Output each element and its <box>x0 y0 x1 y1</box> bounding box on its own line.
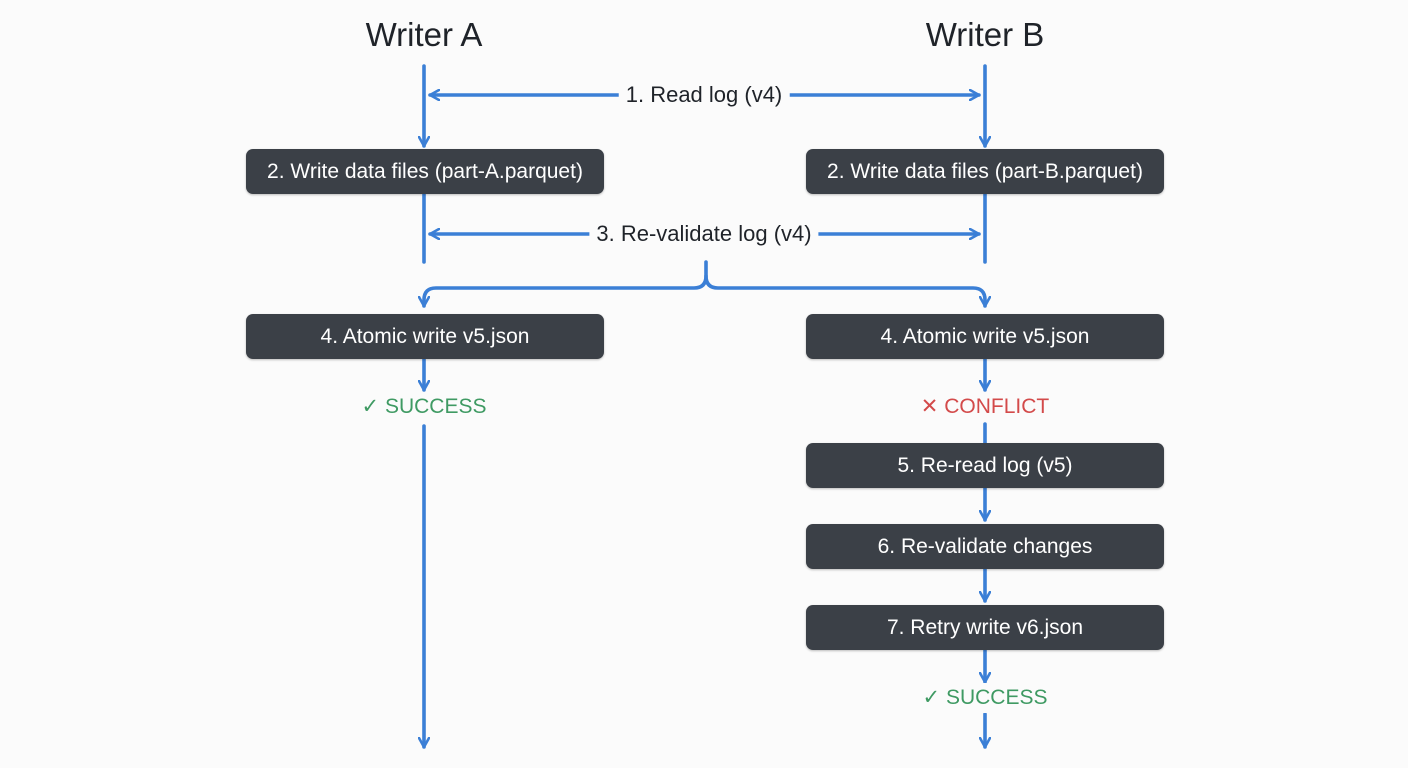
brace-right <box>704 274 985 308</box>
writer-b-success-status: ✓ SUCCESS <box>918 683 1052 713</box>
writer-a-atomic-write-box: 4. Atomic write v5.json <box>246 314 604 359</box>
writer-a-header: Writer A <box>365 16 483 53</box>
writer-b-revalidate-changes-box: 6. Re-validate changes <box>806 524 1164 569</box>
writer-a-write-data-box: 2. Write data files (part-A.parquet) <box>246 149 604 194</box>
writer-b-retry-write-box: 7. Retry write v6.json <box>806 605 1164 650</box>
writer-a-success-status: ✓ SUCCESS <box>357 392 491 422</box>
writer-b-header: Writer B <box>925 16 1045 53</box>
writer-b-write-data-box: 2. Write data files (part-B.parquet) <box>806 149 1164 194</box>
writer-b-reread-box: 5. Re-read log (v5) <box>806 443 1164 488</box>
writer-b-conflict-status: ✕ CONFLICT <box>916 392 1054 422</box>
writer-b-atomic-write-box: 4. Atomic write v5.json <box>806 314 1164 359</box>
brace-left <box>424 260 708 308</box>
revalidate-log-label: 3. Re-validate log (v4) <box>589 220 819 248</box>
read-log-label: 1. Read log (v4) <box>618 81 790 109</box>
